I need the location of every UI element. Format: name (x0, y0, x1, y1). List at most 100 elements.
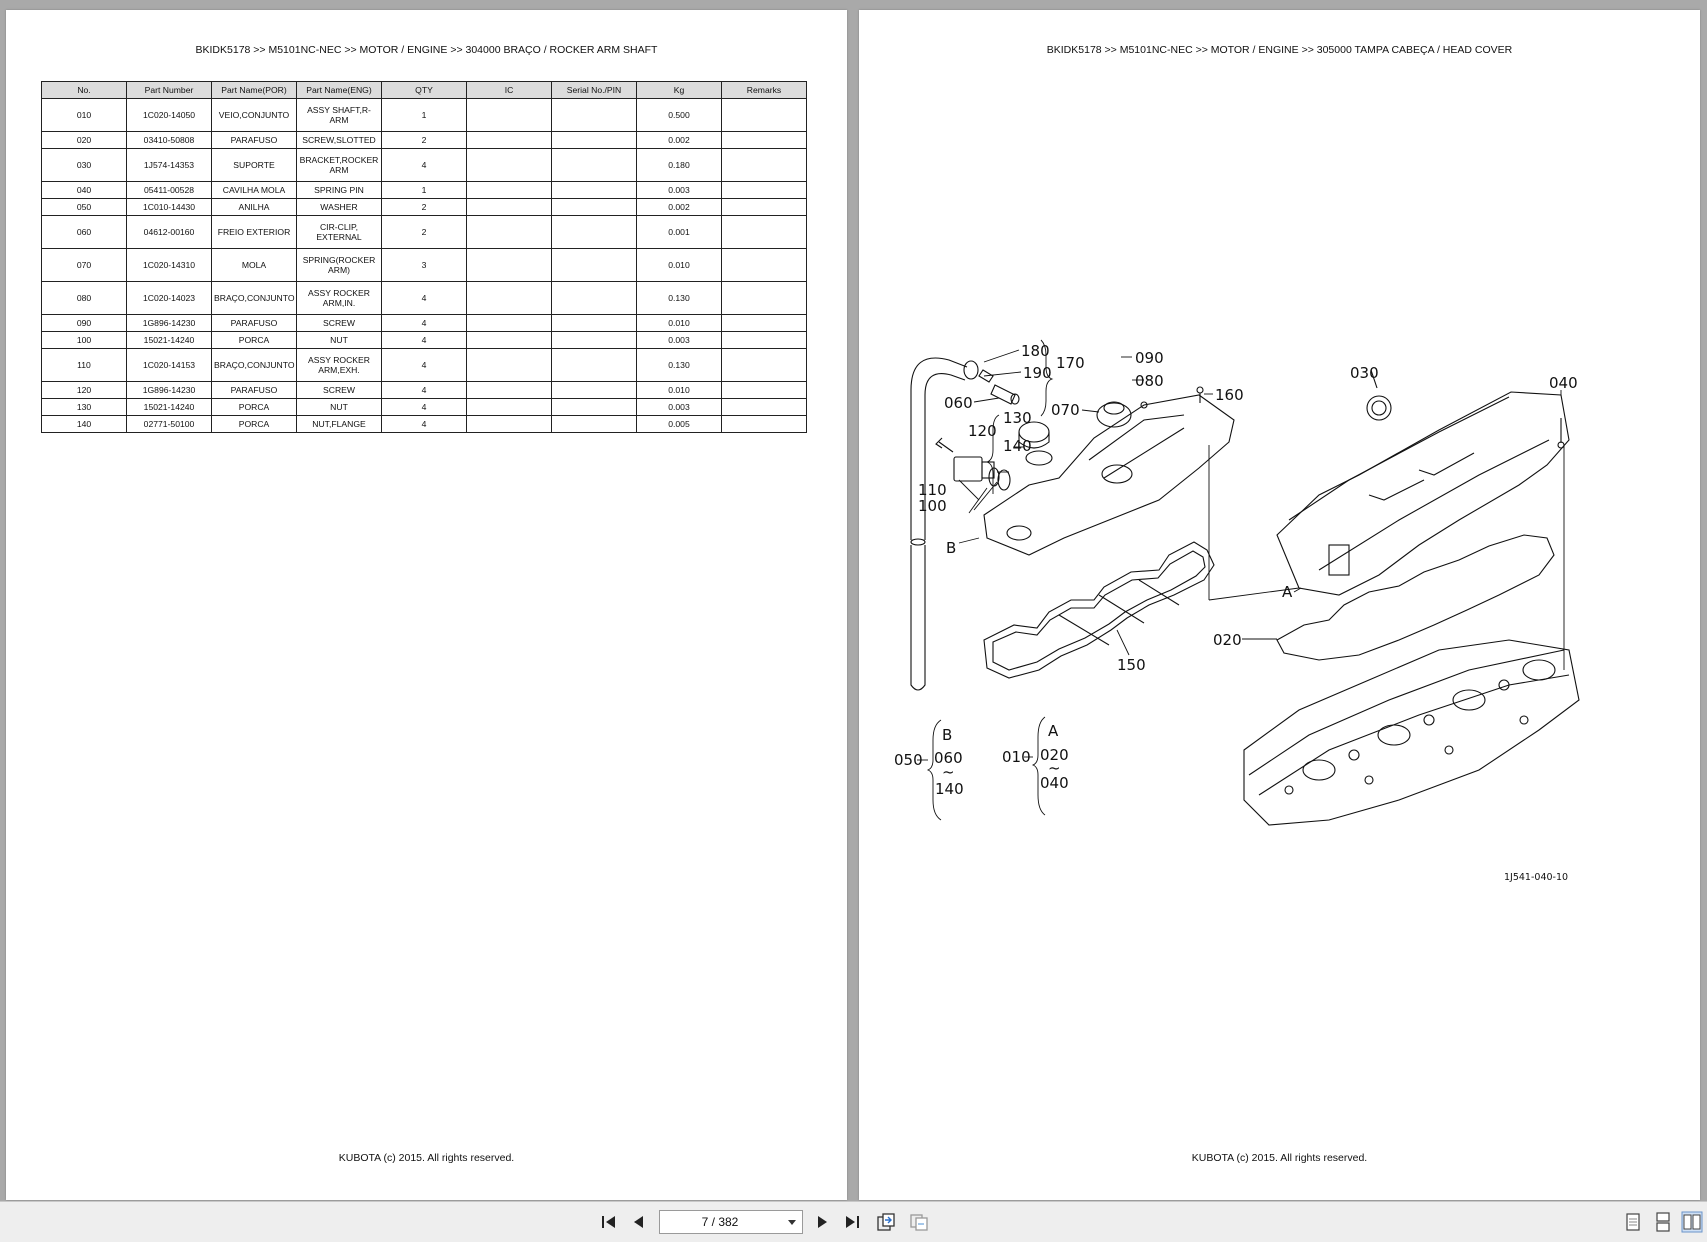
quantity-cell: 1 (381, 98, 467, 132)
weight-kg-cell: 0.005 (636, 415, 722, 433)
compare-icon[interactable] (908, 1211, 930, 1233)
remarks-cell (721, 314, 807, 332)
legend-b: 050 B 060 ~ 140 (894, 719, 964, 821)
quantity-cell: 4 (381, 148, 467, 182)
weight-kg-cell: 0.180 (636, 148, 722, 182)
part-name-por-cell: MOLA (211, 248, 297, 282)
left-gasket-drawing (983, 541, 1215, 679)
part-name-por-cell: PARAFUSO (211, 314, 297, 332)
next-page-icon[interactable] (811, 1211, 833, 1233)
remarks-cell (721, 415, 807, 433)
ic-cell (466, 248, 552, 282)
weight-kg-cell: 0.002 (636, 198, 722, 216)
hose-clamp-drawing (963, 360, 1020, 405)
column-header: Kg (636, 81, 722, 99)
item-number-cell: 070 (41, 248, 127, 282)
part-name-eng-cell: ASSY ROCKER ARM,IN. (296, 281, 382, 315)
item-number-cell: 030 (41, 148, 127, 182)
two-page-icon[interactable] (1681, 1211, 1703, 1233)
callout: B (946, 539, 956, 557)
weight-kg-cell: 0.002 (636, 131, 722, 149)
part-name-eng-cell: NUT (296, 331, 382, 349)
part-name-eng-cell: ASSY SHAFT,R-ARM (296, 98, 382, 132)
part-number-cell: 1G896-14230 (126, 314, 212, 332)
serial-pin-cell (551, 98, 637, 132)
part-name-por-cell: BRAÇO,CONJUNTO (211, 281, 297, 315)
serial-pin-cell (551, 415, 637, 433)
previous-page-icon[interactable] (628, 1211, 650, 1233)
remarks-cell (721, 248, 807, 282)
weight-kg-cell: 0.010 (636, 381, 722, 399)
serial-pin-cell (551, 215, 637, 249)
part-name-por-cell: ANILHA (211, 198, 297, 216)
chevron-down-icon[interactable] (788, 1220, 796, 1225)
quantity-cell: 4 (381, 331, 467, 349)
part-name-por-cell: FREIO EXTERIOR (211, 215, 297, 249)
legend-range-end: 140 (935, 780, 964, 798)
serial-pin-cell (551, 314, 637, 332)
serial-pin-cell (551, 181, 637, 199)
rotate-icon[interactable] (875, 1211, 897, 1233)
continuous-icon[interactable] (1652, 1211, 1674, 1233)
breather-hose-drawing (910, 357, 968, 691)
part-number-cell: 02771-50100 (126, 415, 212, 433)
leader-lines (958, 339, 1565, 670)
single-page-icon[interactable] (1622, 1211, 1644, 1233)
part-number-cell: 1C020-14023 (126, 281, 212, 315)
serial-pin-cell (551, 381, 637, 399)
part-name-eng-cell: NUT (296, 398, 382, 416)
item-number-cell: 140 (41, 415, 127, 433)
part-number-cell: 05411-00528 (126, 181, 212, 199)
callout: 100 (918, 497, 947, 515)
item-number-cell: 090 (41, 314, 127, 332)
part-name-por-cell: PARAFUSO (211, 381, 297, 399)
part-name-eng-cell: SPRING(ROCKER ARM) (296, 248, 382, 282)
quantity-cell: 2 (381, 131, 467, 149)
item-number-cell: 010 (41, 98, 127, 132)
remarks-cell (721, 331, 807, 349)
remarks-cell (721, 131, 807, 149)
weight-kg-cell: 0.001 (636, 215, 722, 249)
last-page-icon[interactable] (841, 1211, 863, 1233)
weight-kg-cell: 0.130 (636, 281, 722, 315)
part-name-por-cell: PORCA (211, 415, 297, 433)
part-number-cell: 1C010-14430 (126, 198, 212, 216)
part-name-por-cell: PORCA (211, 398, 297, 416)
legend-a: 010 A 020 ~ 040 (1002, 716, 1069, 816)
page-number-field[interactable]: 7 / 382 (659, 1210, 803, 1234)
column-header: Part Name(POR) (211, 81, 297, 99)
part-number-cell: 1C020-14310 (126, 248, 212, 282)
weight-kg-cell: 0.010 (636, 248, 722, 282)
callout: 020 (1213, 631, 1242, 649)
weight-kg-cell: 0.010 (636, 314, 722, 332)
legend-tilde: ~ (942, 763, 955, 781)
serial-pin-cell (551, 348, 637, 382)
callout: 110 (918, 481, 947, 499)
remarks-cell (721, 381, 807, 399)
item-number-cell: 120 (41, 381, 127, 399)
callout: A (1282, 583, 1293, 601)
serial-pin-cell (551, 148, 637, 182)
diagram-code: 1J541-040-10 (1504, 872, 1568, 883)
callout: 030 (1350, 364, 1379, 382)
legend-range-start: 060 (934, 749, 963, 767)
part-number-cell: 03410-50808 (126, 131, 212, 149)
first-page-icon[interactable] (598, 1211, 620, 1233)
item-number-cell: 080 (41, 281, 127, 315)
ic-cell (466, 215, 552, 249)
column-header: Part Number (126, 81, 212, 99)
item-number-cell: 040 (41, 181, 127, 199)
left-page: BKIDK5178 >> M5101NC-NEC >> MOTOR / ENGI… (6, 10, 847, 1200)
item-number-cell: 060 (41, 215, 127, 249)
part-name-eng-cell: SCREW,SLOTTED (296, 131, 382, 149)
left-head-cover-drawing (983, 386, 1235, 556)
part-number-cell: 1G896-14230 (126, 381, 212, 399)
part-name-eng-cell: WASHER (296, 198, 382, 216)
